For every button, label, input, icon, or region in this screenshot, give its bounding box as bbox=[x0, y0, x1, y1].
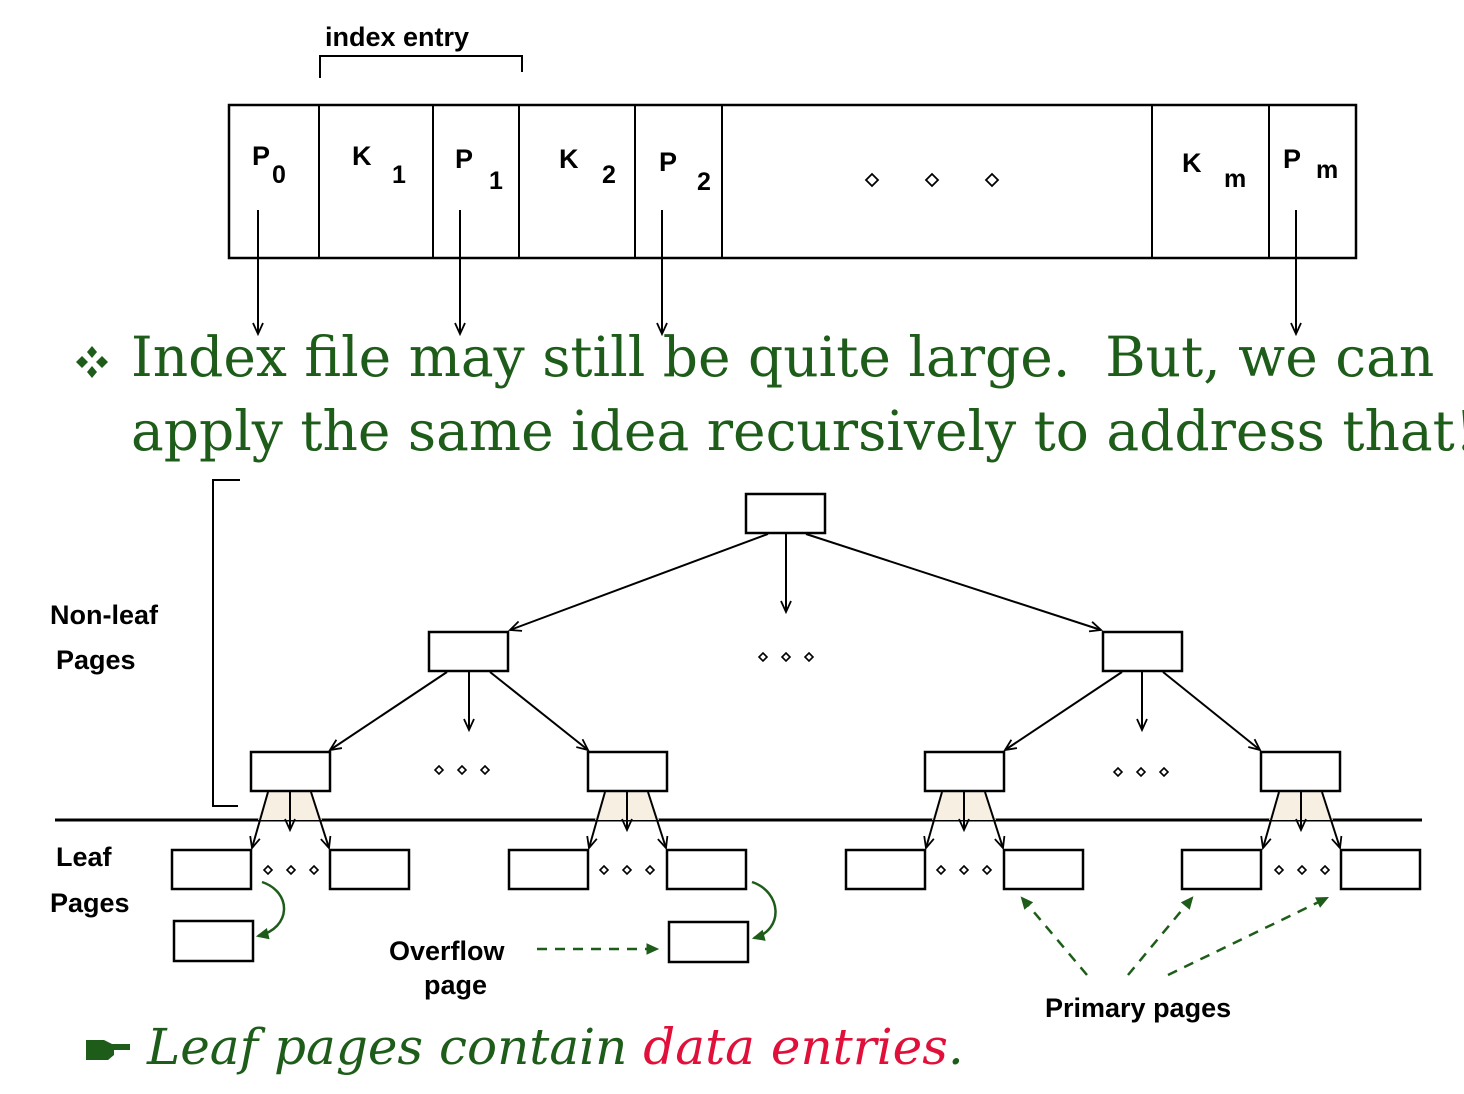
note-text-end: . bbox=[948, 1018, 964, 1076]
primary-dashed-arrow bbox=[1127, 896, 1194, 976]
note-text-green: Leaf pages contain bbox=[146, 1018, 643, 1076]
leaf-label-2: Pages bbox=[50, 888, 130, 918]
diamond-bullet-icon bbox=[76, 346, 108, 378]
note-text: Leaf pages contain data entries. bbox=[146, 1018, 964, 1076]
leaf-page bbox=[844, 848, 927, 891]
leaf-label-1: Leaf bbox=[56, 842, 113, 872]
cell-pm-sub: m bbox=[1316, 156, 1338, 184]
cell-p1-main: P bbox=[455, 144, 473, 174]
cell-p2-sub: 2 bbox=[697, 168, 711, 196]
overflow-curve-arrow bbox=[255, 880, 286, 940]
cell-p0-sub: 0 bbox=[272, 161, 286, 189]
cell-k1-sub: 1 bbox=[392, 161, 406, 189]
index-record: P 0 K 1 P 1 K 2 P 2 K m P m bbox=[227, 103, 1358, 260]
inner-node bbox=[249, 750, 332, 793]
ellipsis-diamonds-icon bbox=[864, 172, 1000, 188]
primary-dashed-arrow bbox=[1020, 896, 1088, 976]
cell-km-main: K bbox=[1182, 148, 1202, 178]
index-entry-label: index entry bbox=[325, 22, 469, 52]
cell-p1-sub: 1 bbox=[489, 167, 503, 195]
leaf-pages bbox=[170, 848, 1422, 891]
leaf-page bbox=[1339, 848, 1422, 891]
bullet-line-1: Index file may still be quite large. But… bbox=[131, 325, 1434, 389]
cell-pm-main: P bbox=[1283, 144, 1301, 174]
overflow-label-1: Overflow bbox=[389, 936, 506, 966]
leaf-page bbox=[1180, 848, 1263, 891]
overflow-label-2: page bbox=[424, 970, 487, 1000]
note-text-red: data entries bbox=[643, 1018, 948, 1076]
inner-node bbox=[427, 630, 510, 673]
nonleaf-label-1: Non-leaf bbox=[50, 600, 159, 630]
cell-p2-main: P bbox=[659, 147, 677, 177]
fan-shading bbox=[258, 790, 1333, 820]
pointer-arrows bbox=[258, 210, 1296, 334]
index-entry-bracket bbox=[319, 55, 523, 78]
leaf-page bbox=[665, 848, 748, 891]
cell-k2-sub: 2 bbox=[602, 161, 616, 189]
cell-km-sub: m bbox=[1224, 165, 1246, 193]
overflow-page-box bbox=[172, 919, 255, 963]
pointing-hand-icon bbox=[86, 1040, 130, 1060]
cell-k2-main: K bbox=[559, 144, 579, 174]
primary-pages-label: Primary pages bbox=[1045, 993, 1231, 1023]
inner-node bbox=[1259, 750, 1342, 793]
cell-k1-main: K bbox=[352, 141, 372, 171]
nonleaf-label-2: Pages bbox=[56, 645, 136, 675]
nonleaf-bracket bbox=[212, 479, 240, 807]
leaf-page bbox=[170, 848, 253, 891]
overflow-curve-arrow bbox=[751, 880, 777, 941]
inner-node bbox=[923, 750, 1006, 793]
primary-dashed-arrow bbox=[1167, 896, 1329, 977]
inner-node bbox=[1101, 630, 1184, 673]
tree-edges bbox=[252, 533, 1340, 848]
root-node bbox=[744, 492, 827, 535]
cell-p0-main: P bbox=[252, 141, 270, 171]
leaf-page bbox=[328, 848, 411, 891]
leaf-page bbox=[1002, 848, 1085, 891]
bullet-line-2: apply the same idea recursively to addre… bbox=[131, 399, 1464, 463]
overflow-page-box bbox=[667, 920, 750, 964]
leaf-page bbox=[507, 848, 590, 891]
inner-node bbox=[586, 750, 669, 793]
ellipsis-dots-icon bbox=[262, 651, 1331, 876]
tree-nodes bbox=[249, 492, 1342, 793]
